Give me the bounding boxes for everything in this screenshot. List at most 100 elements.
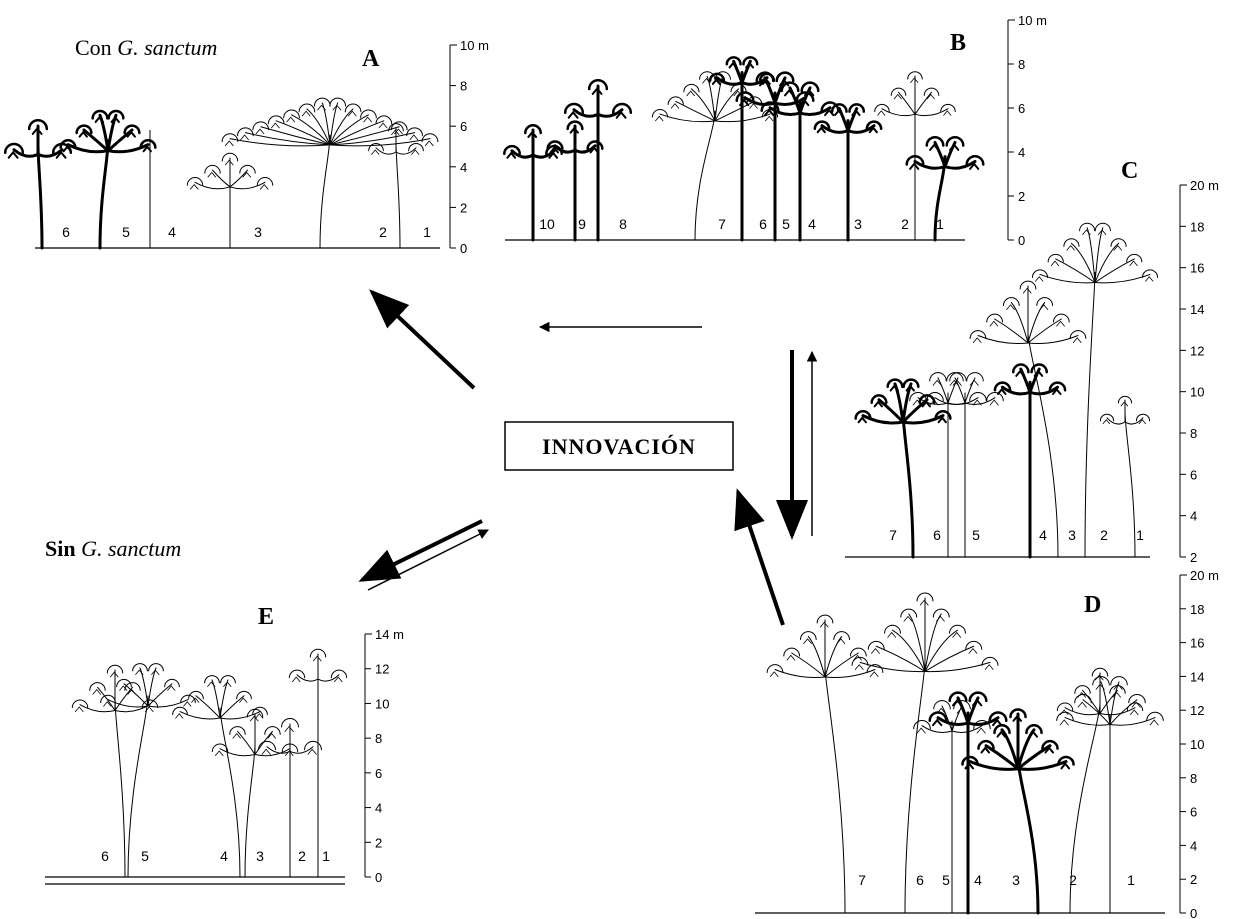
panel-b-tree-6 [710, 57, 774, 240]
panel-a-scale-tick: 2 [460, 200, 467, 215]
panel-d-scale-tick: 16 [1190, 636, 1204, 651]
panel-b-tree-1 [907, 137, 984, 240]
panel-e-scale-tick: 2 [375, 835, 382, 850]
arrow-to-e [362, 521, 482, 580]
panel-d-tree-number: 3 [1012, 872, 1020, 888]
panel-letter-c: C [1121, 158, 1138, 184]
panel-b-tree-number: 7 [718, 216, 726, 232]
panel-a-tree-number: 4 [168, 224, 176, 240]
panel-e-tree-number: 1 [322, 848, 330, 864]
arrow-d-to-innovation [738, 492, 783, 625]
panel-a-scale-tick: 4 [460, 160, 467, 175]
panel-e-tree-number: 2 [298, 848, 306, 864]
panel-e-tree-number: 6 [101, 848, 109, 864]
panel-a-scale-tick: 8 [460, 79, 467, 94]
panel-e-scale-tick: 6 [375, 766, 382, 781]
panel-b-scale-tick: 2 [1018, 189, 1025, 204]
panel-c-scale-unit: 20 m [1190, 178, 1219, 193]
panel-a: 6 5 4 3 2 1 10 m 8 6 4 2 0 [5, 38, 489, 256]
panel-d-scale-tick: 10 [1190, 737, 1204, 752]
panel-d-tree-number: 6 [916, 872, 924, 888]
panel-c-scale-tick: 2 [1190, 550, 1197, 565]
panel-a-scale-unit: 10 m [460, 38, 489, 53]
panel-d-tree-6 [852, 593, 998, 913]
panel-b-tree-number: 5 [782, 216, 790, 232]
panel-a-tree-number: 1 [423, 224, 431, 240]
panel-a-tree-number: 5 [122, 224, 130, 240]
panel-a-scale-tick: 6 [460, 119, 467, 134]
panel-c-tree-number: 4 [1039, 527, 1047, 543]
panel-a-scale-tick: 0 [460, 241, 467, 256]
panel-c-scale-tick: 10 [1190, 385, 1204, 400]
panel-a-tree-6 [5, 120, 71, 248]
panel-c-scale-tick: 6 [1190, 467, 1197, 482]
group-top-label: Con G. sanctum [75, 35, 217, 60]
panel-e-tree-number: 5 [141, 848, 149, 864]
panel-c-scale-tick: 4 [1190, 509, 1197, 524]
panel-e-scale-tick: 8 [375, 731, 382, 746]
panel-a-tree-1 [369, 124, 424, 248]
panel-e-tree-6 [72, 665, 157, 877]
panel-d-scale-tick: 8 [1190, 771, 1197, 786]
innovation-box: INNOVACIÓN [505, 422, 733, 470]
panel-d-scale-tick: 6 [1190, 805, 1197, 820]
panel-c-scale-tick: 18 [1190, 219, 1204, 234]
panel-b-tree-3 [815, 104, 881, 240]
panel-e-tree-number: 4 [220, 848, 228, 864]
panel-d-scale-tick: 14 [1190, 669, 1204, 684]
panel-a-height-scale: 10 m 8 6 4 2 0 [450, 38, 489, 256]
panel-d-scale-tick: 18 [1190, 602, 1204, 617]
panel-d-scale-tick: 4 [1190, 838, 1197, 853]
panel-e-tree-4 [173, 676, 268, 877]
panel-e-scale-tick: 4 [375, 801, 382, 816]
panel-b-scale-unit: 10 m [1018, 13, 1047, 28]
panel-c-tree-number: 2 [1100, 527, 1108, 543]
panel-b-scale-tick: 0 [1018, 233, 1025, 248]
panel-d-tree-number: 5 [942, 872, 950, 888]
panel-b-tree-number: 9 [578, 216, 586, 232]
panel-b-tree-number: 6 [759, 216, 767, 232]
panel-c-tree-number: 7 [889, 527, 897, 543]
innovation-label: INNOVACIÓN [542, 434, 696, 459]
panel-c-tree-number: 3 [1068, 527, 1076, 543]
panel-e-scale-tick: 12 [375, 662, 389, 677]
panel-e-height-scale: 14 m121086420 [365, 627, 404, 885]
arrow-to-a [372, 292, 474, 388]
panel-e-scale-tick: 0 [375, 870, 382, 885]
panel-letter-d: D [1084, 592, 1101, 618]
panel-e-scale-tick: 10 [375, 696, 389, 711]
panel-c-scale-tick: 12 [1190, 343, 1204, 358]
panel-d-scale-tick: 2 [1190, 872, 1197, 887]
panel-d-scale-tick: 0 [1190, 906, 1197, 919]
panel-d-tree-number: 7 [858, 872, 866, 888]
panel-b-tree-number: 4 [808, 216, 816, 232]
panel-b-tree-5 [737, 73, 814, 240]
group-bottom-label: Sin G. sanctum [45, 536, 181, 561]
panel-a-tree-number: 6 [62, 224, 70, 240]
panel-b-tree-9 [548, 122, 603, 240]
panel-letter-e: E [258, 604, 274, 630]
panel-a-tree-number: 2 [379, 224, 387, 240]
panel-c-tree-3 [970, 281, 1086, 557]
panel-e-tree-2 [259, 719, 322, 877]
panel-d-tree-number: 1 [1127, 872, 1135, 888]
panel-a-tree-number: 3 [254, 224, 262, 240]
panel-d-scale-tick: 12 [1190, 703, 1204, 718]
panel-letter-b: B [950, 30, 966, 56]
panel-e-tree-number: 3 [256, 848, 264, 864]
panel-c-tree-number: 6 [933, 527, 941, 543]
panel-d-height-scale: 20 m181614121086420 [1180, 568, 1219, 919]
panel-d-tree-number: 4 [974, 872, 982, 888]
panel-e-tree-1 [289, 649, 346, 877]
panel-c-tree-4 [995, 365, 1065, 557]
panel-b-tree-number: 10 [539, 216, 555, 232]
panel-b-scale-tick: 6 [1018, 101, 1025, 116]
panel-letter-a: A [362, 46, 380, 72]
panel-b-tree-4 [762, 83, 839, 240]
